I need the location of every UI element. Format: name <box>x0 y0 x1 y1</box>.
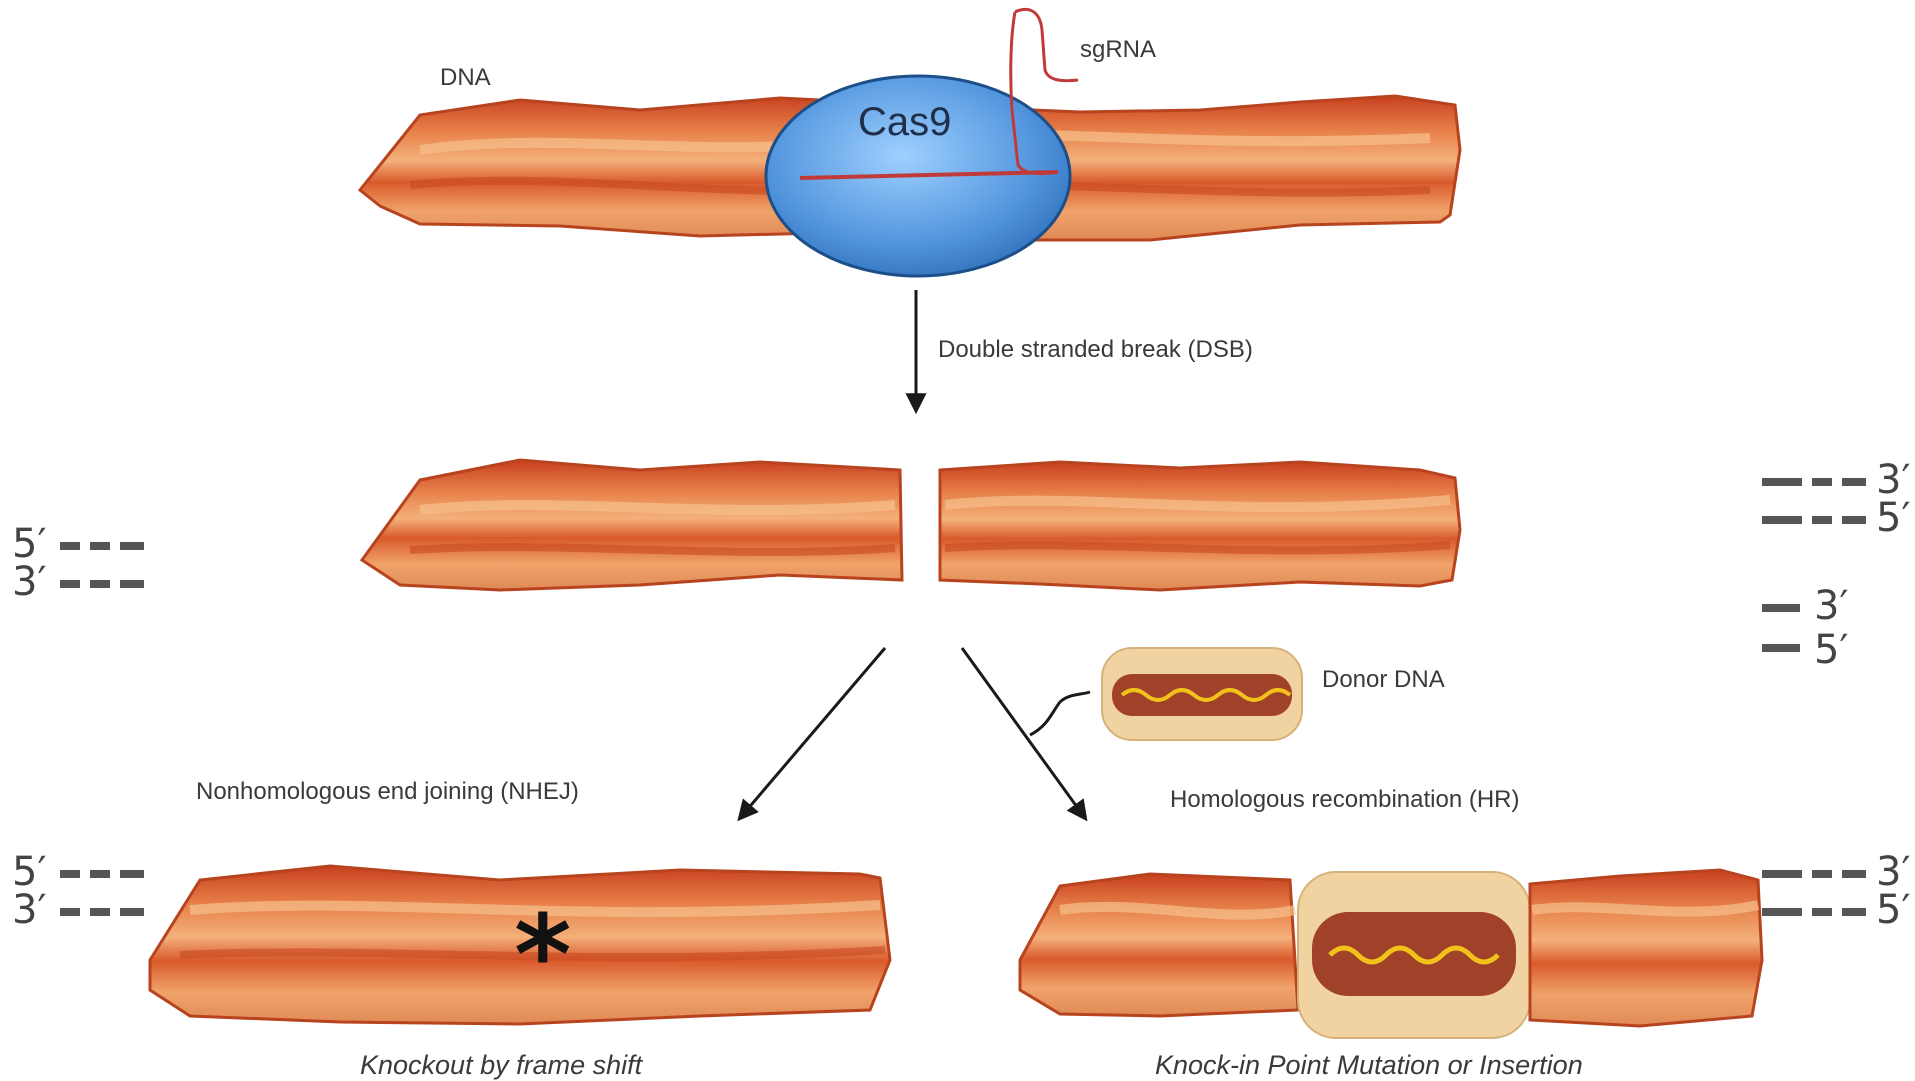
hr-label: Homologous recombination (HR) <box>1170 786 1519 814</box>
left-bot-5prime: 5′ <box>12 852 47 892</box>
right-bot-3prime: 3′ <box>1876 852 1911 892</box>
right-short-5prime: 5′ <box>1814 630 1849 670</box>
right-short-5prime-dash <box>1762 644 1802 652</box>
donor-label: Donor DNA <box>1322 666 1445 694</box>
middle-bacon-left <box>362 460 902 590</box>
middle-bacon-right <box>940 462 1460 590</box>
hr-arrow <box>962 648 1085 818</box>
inserted-hotdog-icon <box>1298 872 1530 1038</box>
knockout-caption: Knockout by frame shift <box>360 1050 642 1081</box>
nhej-arrow <box>740 648 885 818</box>
asterisk-icon: * <box>514 900 572 1010</box>
right-bot-3prime-dash <box>1762 870 1872 878</box>
right-top-3prime: 3′ <box>1876 460 1911 500</box>
left-bot-3prime: 3′ <box>12 890 47 930</box>
knockin-caption: Knock-in Point Mutation or Insertion <box>1155 1050 1583 1081</box>
right-short-3prime: 3′ <box>1814 586 1849 626</box>
hr-result-bacon-left <box>1020 874 1298 1016</box>
right-bot-5prime: 5′ <box>1876 890 1911 930</box>
right-top-5prime-dash <box>1762 516 1872 524</box>
right-short-3prime-dash <box>1762 604 1802 612</box>
left-mid-3prime-dash <box>60 580 146 588</box>
left-mid-5prime-dash <box>60 542 146 550</box>
hr-result-bacon-right <box>1530 870 1762 1026</box>
nhej-label: Nonhomologous end joining (NHEJ) <box>196 778 579 806</box>
left-bot-5prime-dash <box>60 870 146 878</box>
sgrna-label: sgRNA <box>1080 36 1156 64</box>
left-bot-3prime-dash <box>60 908 146 916</box>
right-top-5prime: 5′ <box>1876 498 1911 538</box>
left-mid-3prime: 3′ <box>12 562 47 602</box>
dsb-label: Double stranded break (DSB) <box>938 336 1253 364</box>
right-bot-5prime-dash <box>1762 908 1872 916</box>
donor-brace <box>1030 692 1090 735</box>
donor-hotdog-icon <box>1102 648 1302 740</box>
dna-label: DNA <box>440 64 491 92</box>
left-mid-5prime: 5′ <box>12 524 47 564</box>
right-top-3prime-dash <box>1762 478 1872 486</box>
cas9-label: Cas9 <box>858 100 951 145</box>
